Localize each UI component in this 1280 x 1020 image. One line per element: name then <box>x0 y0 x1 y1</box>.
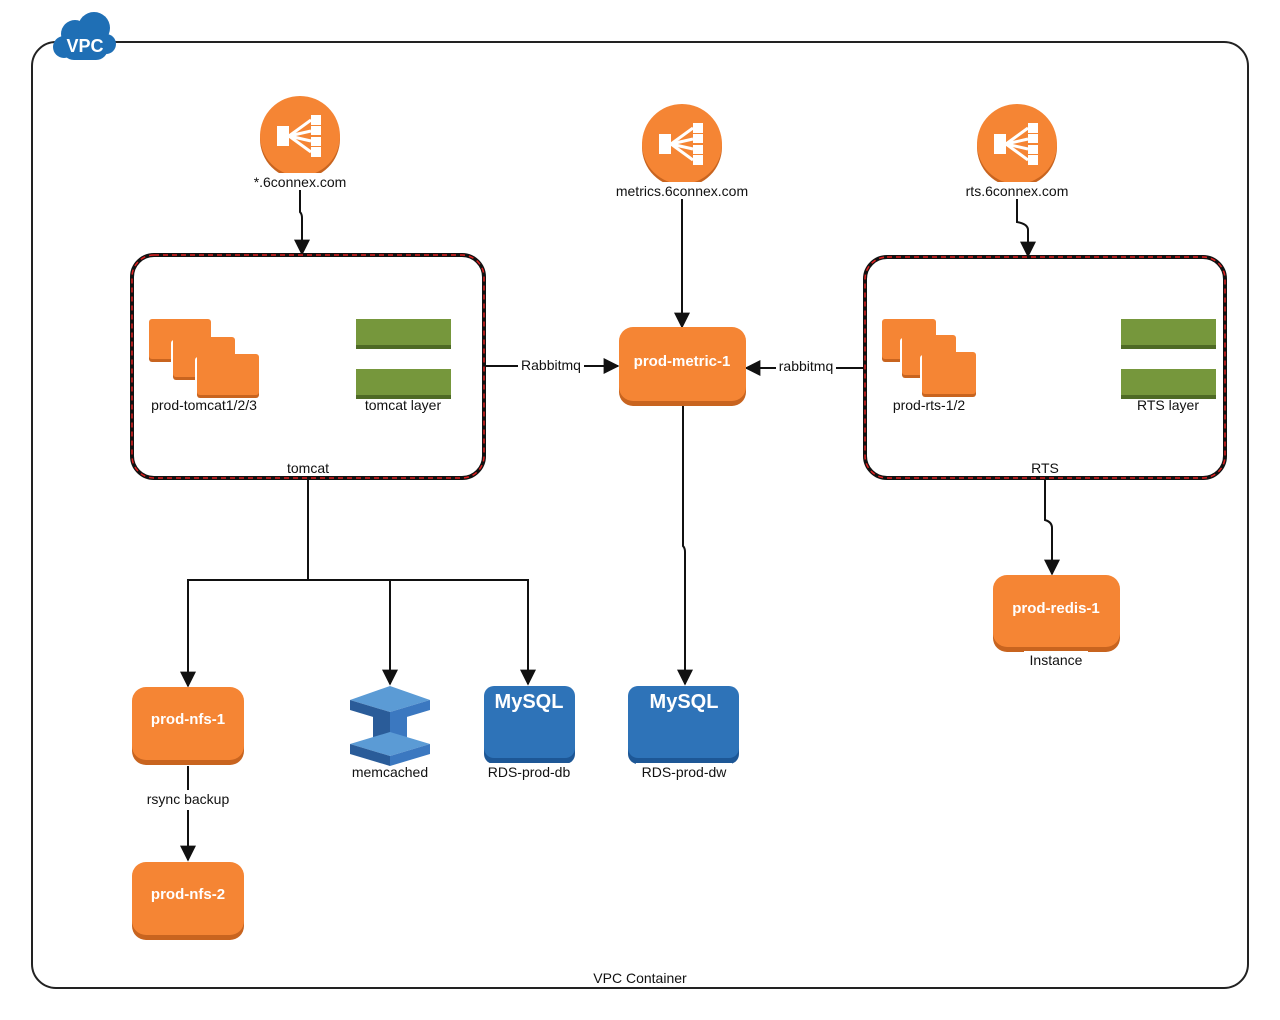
memcached-icon <box>350 686 430 766</box>
vpc-cloud-icon: VPC <box>53 12 116 60</box>
metrics-load-balancer <box>642 104 722 187</box>
mysql-logo-text: MySQL <box>495 691 564 713</box>
edge-web-lb-to-tomcat <box>294 188 310 256</box>
metrics-lb-label: metrics.6connex.com <box>616 183 748 199</box>
edge-tomcat-to-memcached <box>308 579 398 686</box>
redis-caption: Instance <box>1030 652 1083 668</box>
edge-label-rabbitmq-left: Rabbitmq <box>521 357 581 373</box>
metric-instance-label: prod-metric-1 <box>634 353 731 370</box>
edge-label-rsync-backup: rsync backup <box>147 791 230 807</box>
edge-label-rabbitmq-right: rabbitmq <box>779 358 833 374</box>
tomcat-layer-label: tomcat layer <box>365 397 442 413</box>
rts-lb-label: rts.6connex.com <box>966 183 1069 199</box>
edge-rts-lb-to-rts <box>1016 198 1036 258</box>
rts-load-balancer <box>977 104 1057 187</box>
layer-icon <box>1121 319 1216 399</box>
redis-instance-box: prod-redis-1 <box>993 575 1120 652</box>
rds-dw-label: RDS-prod-dw <box>642 764 728 780</box>
edge-tomcat-to-nfs1 <box>180 480 309 688</box>
ec2-instances-icon <box>149 319 261 399</box>
rds-dw-box: MySQL <box>628 686 739 764</box>
edge-tomcat-to-rds-db <box>390 579 536 686</box>
layer-icon <box>356 319 451 399</box>
rts-group-label: RTS <box>1031 460 1059 476</box>
mysql-logo-text: MySQL <box>650 691 719 713</box>
tomcat-instances-label: prod-tomcat1/2/3 <box>151 397 257 413</box>
nfs2-instance-box: prod-nfs-2 <box>132 862 244 940</box>
vpc-container <box>31 41 1249 989</box>
nfs1-instance-box: prod-nfs-1 <box>132 687 244 765</box>
web-load-balancer <box>260 96 340 179</box>
rts-layer-label: RTS layer <box>1137 397 1199 413</box>
vpc-badge-label: VPC <box>66 36 103 56</box>
nfs2-instance-label: prod-nfs-2 <box>151 886 225 903</box>
rds-db-box: MySQL <box>484 686 575 764</box>
web-lb-label: *.6connex.com <box>254 174 347 190</box>
memcached-label: memcached <box>352 764 428 780</box>
ec2-instances-icon <box>882 319 978 398</box>
tomcat-group: prod-tomcat1/2/3 tomcat layer tomcat <box>130 253 486 480</box>
tomcat-group-label: tomcat <box>287 460 329 476</box>
redis-instance-label: prod-redis-1 <box>1012 600 1100 617</box>
vpc-container-label: VPC Container <box>593 970 687 986</box>
rts-instances-label: prod-rts-1/2 <box>893 397 966 413</box>
metric-instance-box: prod-metric-1 <box>619 327 746 406</box>
edge-metric-to-rds-dw <box>677 406 693 686</box>
rts-group: prod-rts-1/2 RTS layer RTS <box>863 255 1227 480</box>
nfs1-instance-label: prod-nfs-1 <box>151 711 225 728</box>
rds-db-label: RDS-prod-db <box>488 764 571 780</box>
edge-rts-to-redis <box>1044 480 1060 576</box>
